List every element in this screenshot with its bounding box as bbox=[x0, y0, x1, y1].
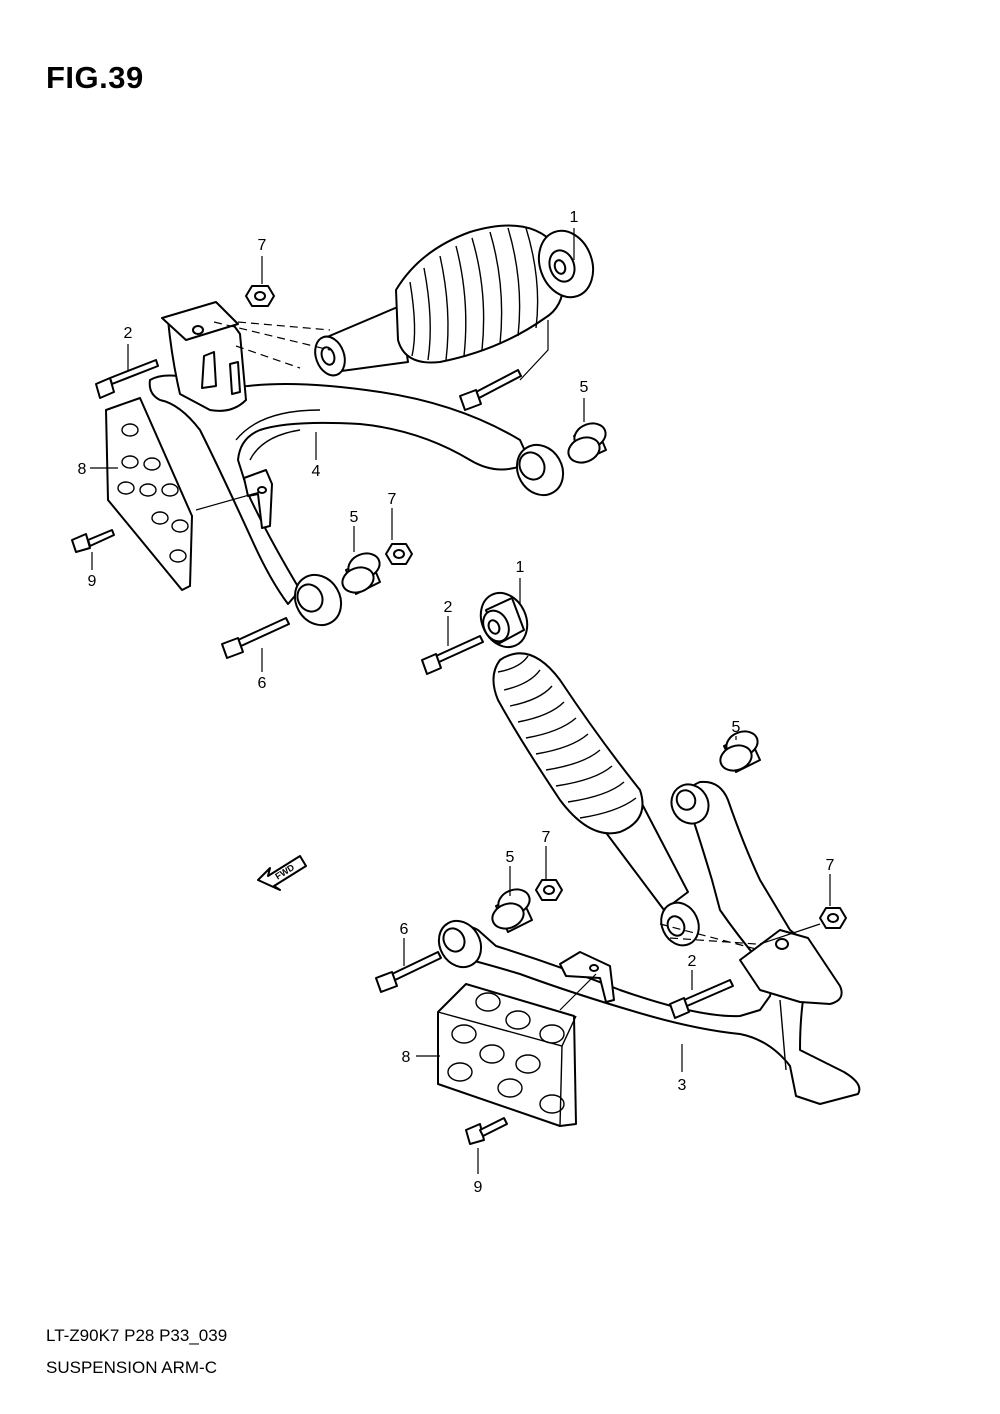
callout-2-lower-top: 2 bbox=[444, 599, 453, 616]
callout-9-upper: 9 bbox=[88, 573, 97, 590]
callout-1-upper: 1 bbox=[570, 209, 579, 226]
bolt-lower-pivot bbox=[375, 951, 442, 993]
bolt-lower-shock-top bbox=[421, 635, 484, 675]
bushing-upper-left bbox=[341, 552, 381, 595]
section-name: SUSPENSION ARM-C bbox=[46, 1358, 217, 1377]
callout-6-upper: 6 bbox=[258, 675, 267, 692]
callout-9-lower: 9 bbox=[474, 1179, 483, 1196]
bolt-upper-pivot bbox=[221, 617, 290, 659]
callout-7-lower-left: 7 bbox=[542, 829, 551, 846]
callout-labels: 1 7 2 5 8 4 9 5 7 6 1 2 5 5 7 7 6 2 8 3 … bbox=[78, 209, 835, 1196]
shock-absorber-upper bbox=[314, 224, 595, 377]
screw-lower-footplate bbox=[465, 1117, 508, 1145]
callout-7-upper-lower: 7 bbox=[388, 491, 397, 508]
bushing-lower-left bbox=[491, 888, 533, 933]
nut-upper-lower bbox=[385, 543, 413, 565]
callout-7-lower-right: 7 bbox=[826, 857, 835, 874]
suspension-arm-lower bbox=[437, 780, 861, 1105]
footplate-upper bbox=[105, 397, 193, 591]
leaders-lower bbox=[403, 578, 831, 1174]
callout-8-upper: 8 bbox=[78, 461, 87, 478]
model-code: LT-Z90K7 P28 P33_039 bbox=[46, 1326, 228, 1345]
callout-8-lower: 8 bbox=[402, 1049, 411, 1066]
bolt-upper-shock-mount bbox=[95, 359, 159, 399]
figure-title: FIG.39 bbox=[46, 60, 144, 95]
leaders-upper bbox=[90, 228, 585, 672]
bushing-lower-right bbox=[719, 730, 761, 773]
footplate-lower bbox=[437, 983, 577, 1127]
callout-2-upper: 2 bbox=[124, 325, 133, 342]
bushing-upper-right bbox=[567, 422, 607, 464]
callout-7-upper-top: 7 bbox=[258, 237, 267, 254]
bolt-upper-shock-lower bbox=[459, 369, 522, 411]
callout-6-lower: 6 bbox=[400, 921, 409, 938]
suspension-arm-upper bbox=[148, 301, 565, 627]
callout-5-upper-left: 5 bbox=[350, 509, 359, 526]
callout-2-lower-mount: 2 bbox=[688, 953, 697, 970]
bolt-lower-shock-mount bbox=[669, 979, 734, 1019]
nut-lower-right bbox=[819, 907, 847, 929]
screw-upper-footplate bbox=[71, 529, 115, 553]
shock-absorber-lower bbox=[479, 591, 700, 947]
callout-5-upper-right: 5 bbox=[580, 379, 589, 396]
callout-1-lower: 1 bbox=[516, 559, 525, 576]
nut-upper-top bbox=[245, 285, 275, 307]
callout-4: 4 bbox=[312, 463, 321, 480]
callout-5-lower-right: 5 bbox=[732, 719, 741, 736]
callout-5-lower-left: 5 bbox=[506, 849, 515, 866]
fwd-direction-arrow: FWD bbox=[257, 855, 307, 891]
callout-3: 3 bbox=[678, 1077, 687, 1094]
nut-lower-left bbox=[535, 879, 563, 901]
